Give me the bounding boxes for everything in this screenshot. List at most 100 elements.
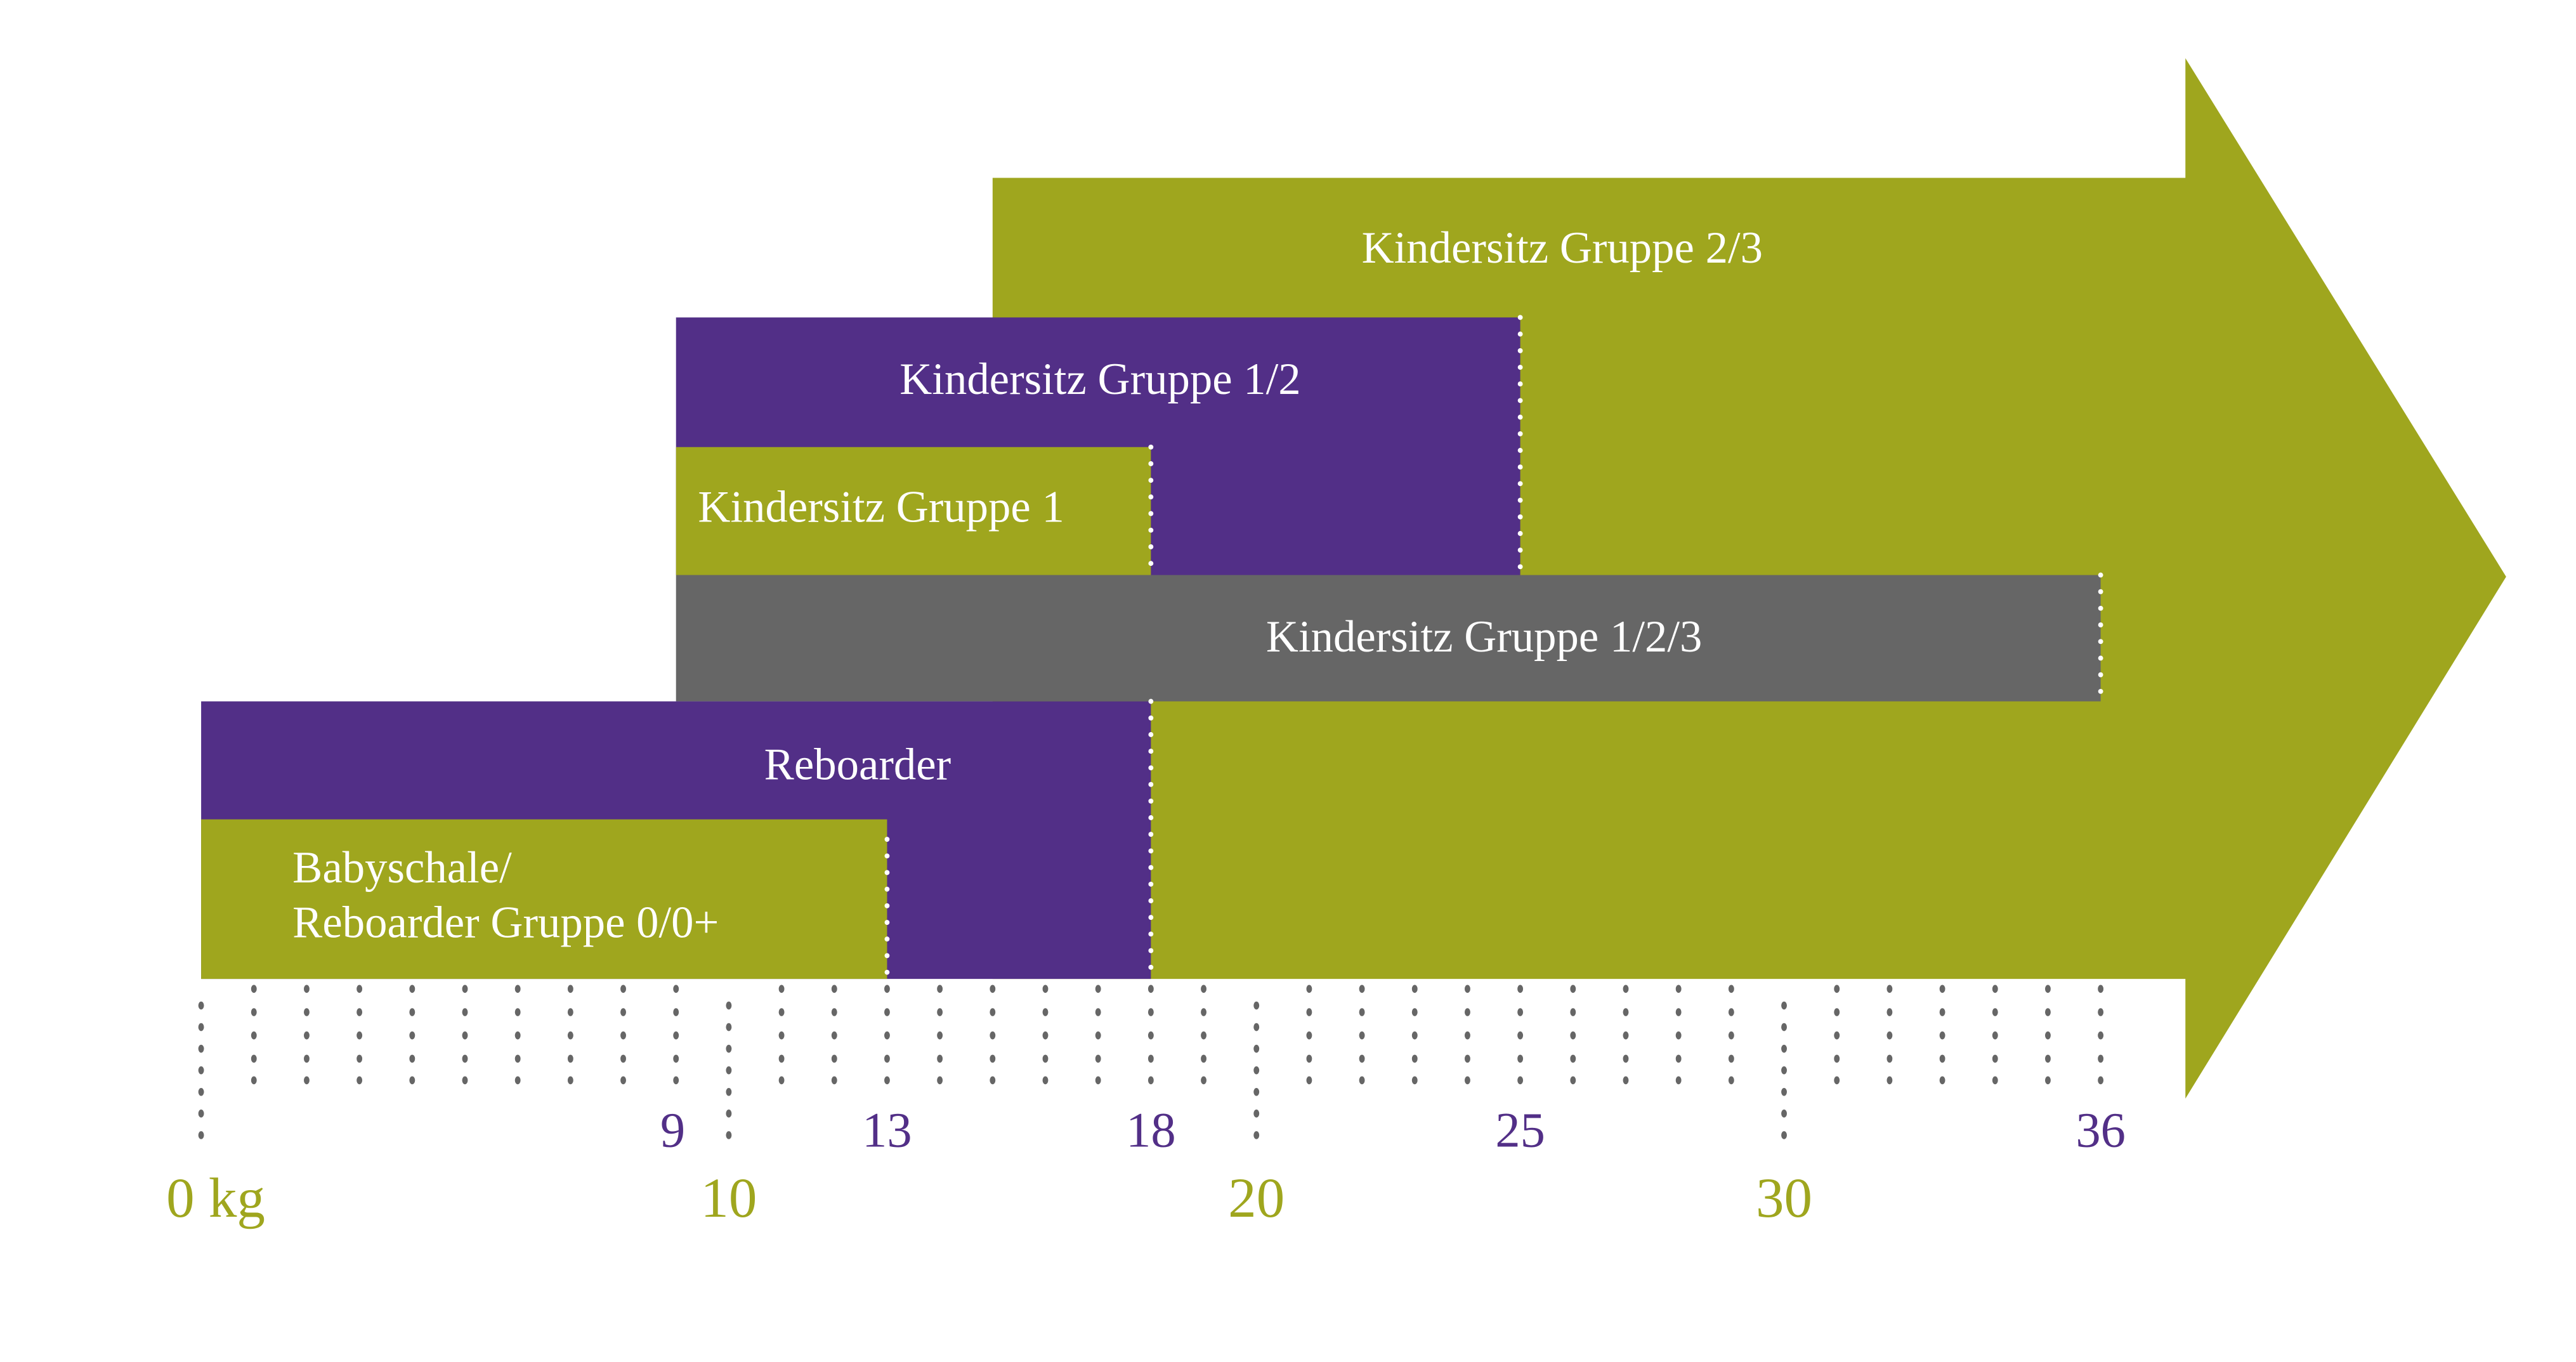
scale-dot [198, 1044, 204, 1053]
scale-dot [1939, 985, 1945, 993]
scale-dot [1042, 1054, 1049, 1063]
scale-dot [1253, 1131, 1260, 1139]
scale-dot [1570, 1008, 1576, 1016]
scale-dot [462, 1076, 468, 1085]
scale-dot [831, 1054, 837, 1063]
scale-dot [1728, 1076, 1734, 1085]
scale-dot [1992, 1031, 1998, 1040]
scale-dot [1623, 1031, 1629, 1040]
scale-dot [1939, 1008, 1945, 1016]
scale-dot [198, 1110, 204, 1118]
bar-label-gruppe-1-2: Kindersitz Gruppe 1/2 [899, 355, 1300, 404]
scale-dot [831, 1008, 837, 1016]
scale-dot [1517, 1008, 1524, 1016]
major-tick-label: 30 [1756, 1167, 1812, 1229]
scale-dot [1201, 1054, 1206, 1063]
scale-dot [1939, 1054, 1945, 1063]
scale-dot [884, 985, 890, 993]
scale-dot [409, 985, 415, 993]
scale-dot [304, 1031, 310, 1040]
scale-dot [1728, 985, 1734, 993]
scale-dot [2044, 1008, 2051, 1016]
scale-dot [198, 1131, 204, 1139]
scale-dot [673, 1076, 679, 1085]
boundary-tick-label: 25 [1495, 1103, 1545, 1158]
scale-dot [304, 1008, 310, 1016]
scale-dot [1359, 1076, 1365, 1085]
scale-dot [778, 1076, 785, 1085]
scale-dot [514, 1008, 521, 1016]
bar-label-line: Babyschale/ [292, 843, 512, 893]
bar-label-gruppe-1: Kindersitz Gruppe 1 [698, 483, 1064, 532]
scale-dot [2098, 1054, 2104, 1063]
major-tick-label: 10 [700, 1167, 757, 1229]
scale-dot [1147, 1054, 1154, 1063]
scale-dot [1781, 1023, 1787, 1031]
scale-dot [726, 1087, 732, 1096]
scale-dot [1834, 985, 1840, 993]
scale-dot [251, 1031, 257, 1040]
scale-dot [1253, 1023, 1260, 1031]
scale-dot [462, 1008, 468, 1016]
scale-dot [1095, 1008, 1101, 1016]
scale-dot [990, 1008, 996, 1016]
scale-dot [884, 1031, 890, 1040]
scale-dot [462, 1054, 468, 1063]
scale-dot [620, 1008, 626, 1016]
scale-dot [1201, 1076, 1206, 1085]
scale-dot [2098, 985, 2104, 993]
bar-label-line: Kindersitz Gruppe 1/2 [899, 355, 1300, 404]
scale-dot [514, 1031, 521, 1040]
scale-dot [1781, 1110, 1787, 1118]
scale-dot [884, 1076, 890, 1085]
scale-dot [726, 1110, 732, 1118]
bar-label-line: Kindersitz Gruppe 1 [698, 483, 1064, 532]
scale-dot [514, 1054, 521, 1063]
scale-dot [1623, 1076, 1629, 1085]
scale-dot [1253, 1087, 1260, 1096]
scale-dot [1201, 1031, 1206, 1040]
scale-dot [251, 1076, 257, 1085]
scale-dot [778, 1054, 785, 1063]
scale-dot [304, 1054, 310, 1063]
bar-label-gruppe-2-3: Kindersitz Gruppe 2/3 [1362, 223, 1763, 273]
scale-dot [514, 1076, 521, 1085]
scale-dot [567, 1076, 573, 1085]
scale-dot [937, 1008, 943, 1016]
scale-dot [1253, 1001, 1260, 1010]
scale-dot [1147, 985, 1154, 993]
scale-dot [2044, 1054, 2051, 1063]
scale-dot [831, 985, 837, 993]
scale-dot [409, 1031, 415, 1040]
scale-dot [462, 985, 468, 993]
scale-dot [1095, 1076, 1101, 1085]
bar-babyschale [201, 819, 887, 979]
scale-dot [1728, 1031, 1734, 1040]
scale-dot [1992, 1076, 1998, 1085]
scale-dot [1781, 1087, 1787, 1096]
scale-dot [409, 1008, 415, 1016]
scale-dot [673, 1008, 679, 1016]
bar-label-line: Reboarder [764, 740, 951, 790]
scale-dot [1939, 1076, 1945, 1085]
scale-dot [1517, 1076, 1524, 1085]
scale-dot [990, 1054, 996, 1063]
scale-dot [1147, 1076, 1154, 1085]
scale-dot [726, 1066, 732, 1075]
scale-dot [884, 1054, 890, 1063]
scale-dot [1834, 1054, 1840, 1063]
scale-dot [831, 1031, 837, 1040]
scale-dot [1095, 1054, 1101, 1063]
bar-label-line: Kindersitz Gruppe 2/3 [1362, 223, 1763, 273]
scale-dot [251, 985, 257, 993]
scale-dot [1042, 1076, 1049, 1085]
scale-dot [2044, 1031, 2051, 1040]
scale-dot [2098, 1076, 2104, 1085]
scale-dot [1886, 1054, 1893, 1063]
scale-dot [1201, 1008, 1206, 1016]
scale-dot [937, 1054, 943, 1063]
scale-dot [620, 985, 626, 993]
scale-dot [620, 1054, 626, 1063]
scale-dot [937, 1076, 943, 1085]
